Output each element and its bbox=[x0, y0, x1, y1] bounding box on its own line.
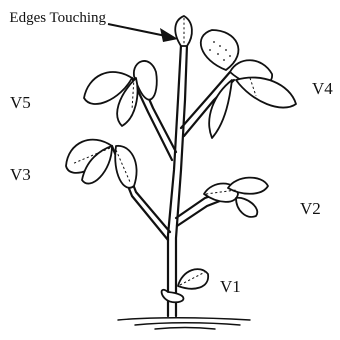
callout-label: Edges Touching bbox=[9, 10, 106, 26]
unrolled-top-leaf bbox=[175, 16, 192, 46]
v2-leaf bbox=[204, 178, 268, 217]
v5-leaf bbox=[84, 61, 157, 126]
label-v3: V3 bbox=[10, 165, 31, 184]
label-v1: V1 bbox=[220, 277, 241, 296]
v4-leaf bbox=[201, 30, 296, 138]
label-v5: V5 bbox=[10, 93, 31, 112]
callout-arrow bbox=[108, 24, 178, 42]
label-v4: V4 bbox=[312, 79, 333, 98]
ground-line bbox=[118, 318, 250, 329]
label-v2: V2 bbox=[300, 199, 321, 218]
v3-leaf bbox=[66, 140, 137, 188]
